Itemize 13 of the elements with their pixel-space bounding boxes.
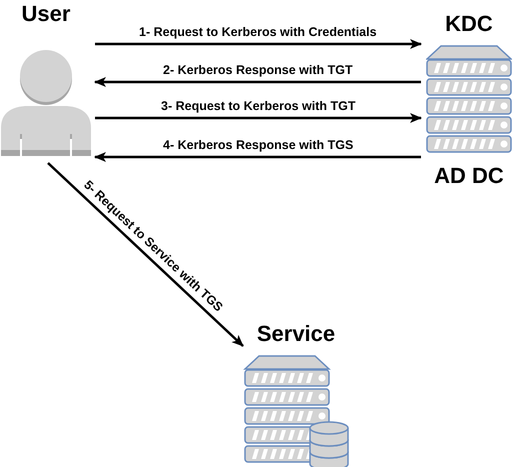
- node-label: KDC: [445, 12, 493, 36]
- arrow: [94, 152, 421, 162]
- node-label: Service: [256, 322, 336, 346]
- edge-label: 3- Request to Kerberos with TGT: [160, 99, 356, 113]
- arrow: [94, 77, 421, 87]
- edge-label: 4- Kerberos Response with TGS: [162, 138, 354, 152]
- node-label: User: [22, 2, 70, 26]
- arrow: [95, 113, 422, 123]
- arrow: [47, 162, 244, 347]
- edge-label: 2- Kerberos Response with TGT: [162, 63, 354, 77]
- arrow: [95, 39, 422, 49]
- node-label: AD DC: [434, 164, 504, 188]
- edge-label: 1- Request to Kerberos with Credentials: [138, 25, 378, 39]
